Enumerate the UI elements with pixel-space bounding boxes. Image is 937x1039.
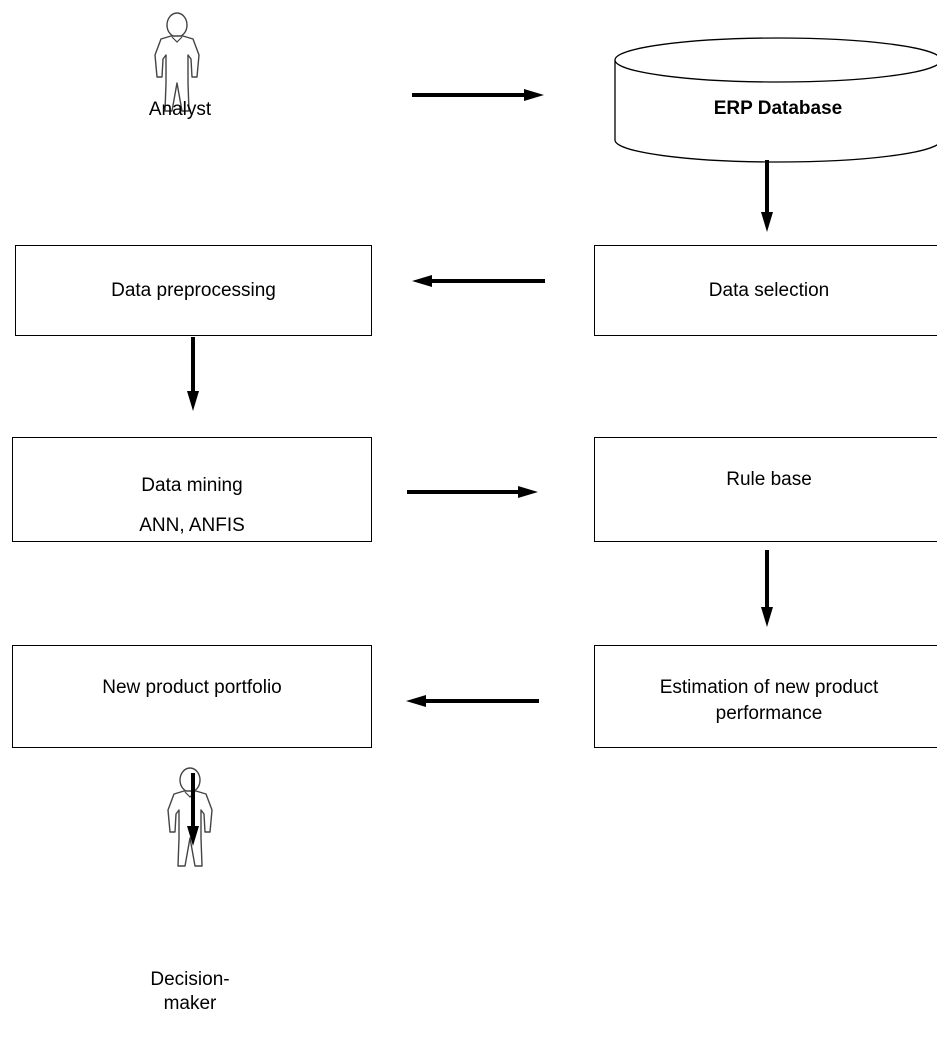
- analyst-person-icon: [154, 12, 200, 112]
- decision-maker-person-icon: [167, 767, 213, 867]
- data-mining-box: Data mining ANN, ANFIS: [12, 437, 372, 542]
- estimation-label-line1: Estimation of new product: [659, 677, 879, 698]
- arrow-portfolio-to-decision-maker: [187, 773, 199, 846]
- analyst-label: Analyst: [120, 98, 240, 122]
- analyst-label-text: Analyst: [148, 99, 212, 120]
- decision-maker-label-line1: Decision-: [150, 969, 230, 990]
- rule-base-box: Rule base: [594, 437, 937, 542]
- arrow-mining-to-rule-base: [407, 486, 538, 498]
- erp-database-label: ERP Database: [713, 98, 843, 119]
- new-product-portfolio-label: New product portfolio: [102, 677, 282, 698]
- rule-base-label: Rule base: [726, 469, 812, 490]
- erp-database-cylinder: [614, 37, 937, 163]
- arrow-data-selection-to-preprocessing: [412, 275, 545, 287]
- data-selection-label: Data selection: [708, 279, 830, 301]
- decision-maker-label-line2: maker: [163, 993, 217, 1014]
- data-mining-methods-label: ANN, ANFIS: [139, 515, 245, 536]
- estimation-label-line2: performance: [715, 703, 823, 724]
- arrow-erp-to-data-selection: [761, 160, 773, 232]
- data-preprocessing-label: Data preprocessing: [111, 279, 276, 301]
- arrow-rule-base-to-estimation: [761, 550, 773, 627]
- data-selection-box: Data selection: [594, 245, 937, 336]
- data-mining-label: Data mining: [141, 475, 243, 496]
- new-product-portfolio-box: New product portfolio: [12, 645, 372, 748]
- estimation-box: Estimation of new product performance: [594, 645, 937, 748]
- arrow-analyst-to-erp: [412, 89, 544, 101]
- arrow-preprocessing-to-mining: [187, 337, 199, 411]
- data-preprocessing-box: Data preprocessing: [15, 245, 372, 336]
- arrow-estimation-to-portfolio: [406, 695, 539, 707]
- decision-maker-label: Decision- maker: [130, 968, 250, 1016]
